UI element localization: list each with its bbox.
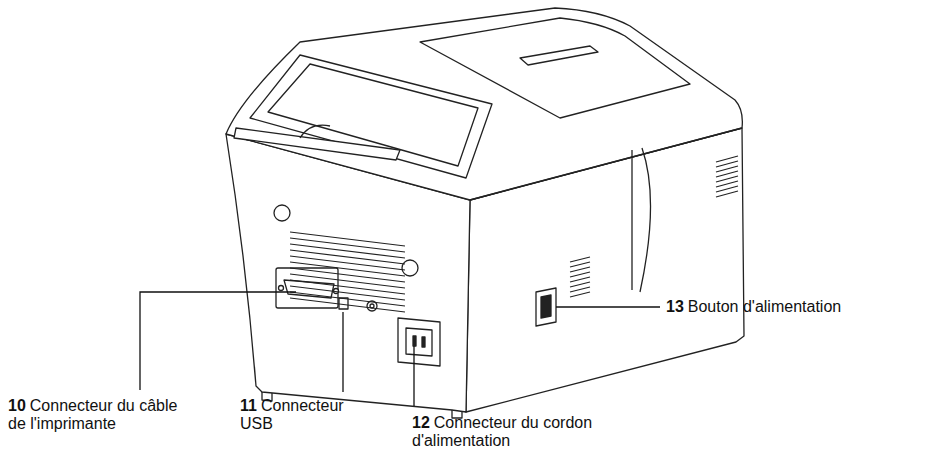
leader-line [140, 292, 296, 390]
vent-slot [570, 282, 590, 287]
tray-bar [234, 128, 400, 160]
part-label: Bouton d'alimentation [688, 298, 841, 315]
callout: 13Bouton d'alimentation [666, 298, 926, 316]
vent-slot [716, 186, 738, 192]
vent-slot [290, 232, 405, 246]
power-inlet [398, 318, 440, 366]
edge [470, 128, 742, 200]
vent-slot [570, 257, 590, 262]
callout: 10Connecteur du câble de l'imprimante [8, 397, 188, 433]
pin [413, 336, 416, 346]
rear-tray [250, 55, 492, 178]
vent-slot [290, 286, 405, 300]
pin [422, 337, 425, 347]
vent-slot [290, 274, 405, 288]
vent-slot [570, 287, 590, 292]
screw-hole [402, 260, 418, 276]
callout-number: 13 [666, 298, 684, 315]
vent-slot [290, 280, 405, 294]
vent-slot [290, 262, 405, 276]
leader-line [342, 312, 343, 392]
leader-line [413, 346, 414, 406]
usb-connector [339, 298, 348, 309]
vent-slot [716, 181, 738, 187]
leader-line [556, 306, 660, 307]
callout: 11Connecteur USB [240, 397, 360, 433]
screw-hole [274, 205, 290, 221]
vent-slot [290, 244, 405, 258]
power-inlet-inner [406, 328, 432, 356]
vent-slot [290, 292, 405, 306]
vent-slot [570, 277, 590, 282]
vent-slot [290, 298, 405, 312]
side-seam [640, 148, 651, 292]
vents [290, 156, 738, 312]
vent-slot [570, 292, 590, 297]
callout-number: 10 [8, 397, 26, 414]
vent-slot [570, 267, 590, 272]
vent-slot [716, 176, 738, 182]
vent-slot [290, 268, 405, 282]
vent-slot [716, 156, 738, 162]
callout-number: 12 [412, 414, 430, 431]
power-switch [536, 288, 556, 326]
vent-slot [716, 161, 738, 167]
cover-handle [520, 46, 598, 65]
callout: 12Connecteur du cordon d'alimentation [412, 414, 612, 450]
vent-slot [290, 250, 405, 264]
vent-slot [716, 166, 738, 172]
printer-top [226, 8, 742, 200]
callout-number: 11 [240, 397, 257, 414]
vent-slot [570, 262, 590, 267]
screw [279, 286, 284, 291]
vent-slot [570, 272, 590, 277]
part-label: Connecteur du cordon d'alimentation [412, 414, 592, 449]
vent-slot [290, 256, 405, 270]
vent-slot [290, 238, 405, 252]
vent-slot [716, 171, 738, 177]
side-seam [631, 150, 632, 290]
part-label: Connecteur du câble de l'imprimante [8, 397, 177, 432]
vent-slot [716, 191, 738, 197]
power-switch-rocker [541, 295, 551, 318]
tray-notch [300, 125, 330, 138]
